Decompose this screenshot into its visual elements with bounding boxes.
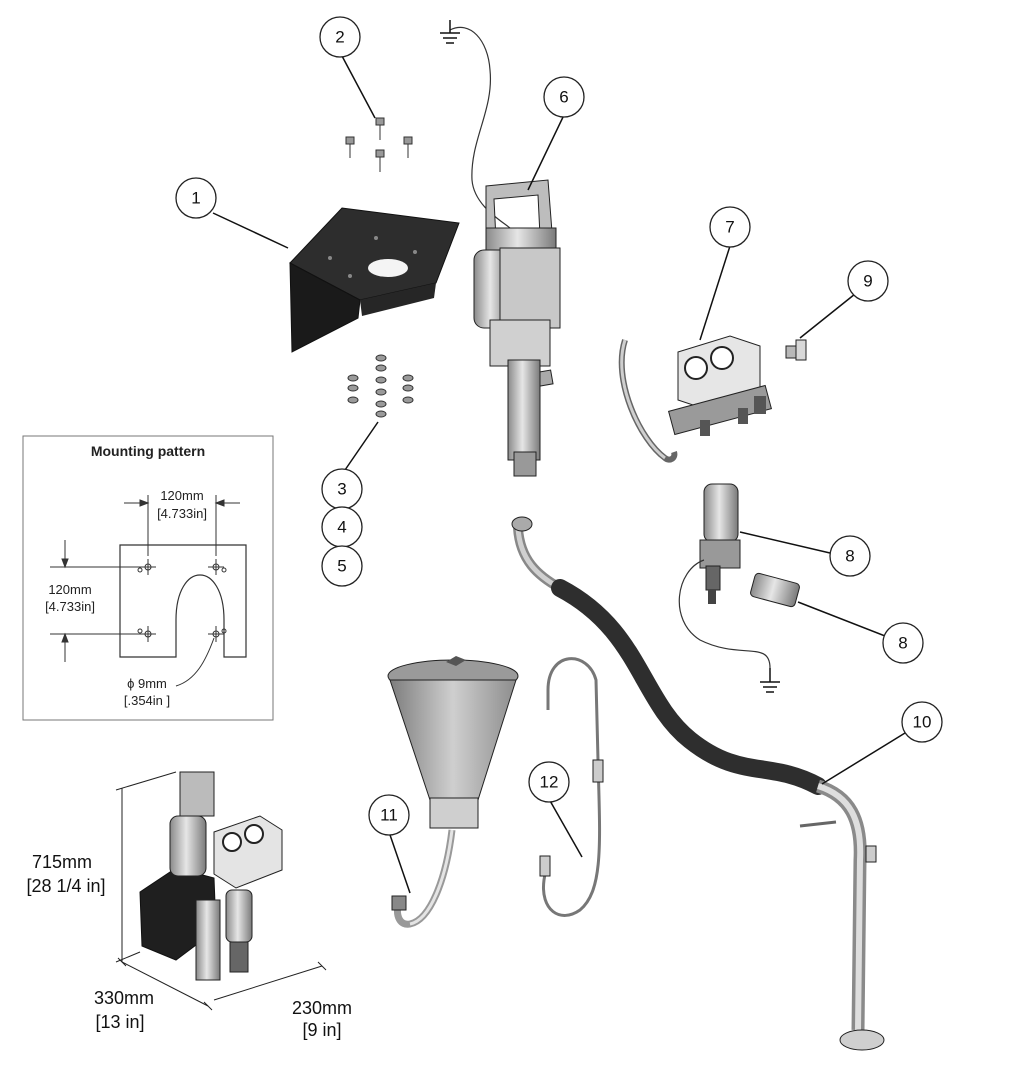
callout-2: 2 (319, 16, 361, 58)
leader-lines (212, 55, 906, 894)
air-regulator-manifold (618, 335, 773, 463)
gauge-icon (710, 346, 734, 370)
hole-marks (137, 559, 227, 642)
overall-width-mm: 230mm (292, 998, 352, 1018)
callout-label: 12 (540, 773, 559, 792)
callout-label: 10 (913, 713, 932, 732)
hole-diameter-in: [.354in ] (124, 693, 170, 708)
tube-foot (839, 1029, 885, 1051)
callout-4: 4 (321, 506, 363, 548)
screw (403, 136, 413, 158)
callout-label: 8 (845, 547, 854, 566)
overall-width-in: [9 in] (302, 1020, 341, 1040)
callout-8-fitting: 8 (882, 622, 924, 664)
callout-10: 10 (901, 701, 943, 743)
callout-label: 11 (380, 806, 398, 825)
vertical-dimension (50, 540, 145, 662)
overall-height-in: [28 1/4 in] (26, 876, 105, 896)
callout-label: 8 (898, 634, 907, 653)
callout-9: 9 (847, 260, 889, 302)
assembled-unit (139, 771, 283, 981)
callout-7: 7 (709, 206, 751, 248)
callout-8-filter: 8 (829, 535, 871, 577)
horizontal-dim-in: [4.733in] (157, 506, 207, 521)
hose-fitting (511, 516, 533, 532)
hole-diameter-mm: ϕ 9mm (127, 676, 167, 691)
drain-tube (539, 657, 604, 917)
horizontal-dim-mm: 120mm (160, 488, 203, 503)
callout-6: 6 (543, 76, 585, 118)
elbow-fitting (785, 339, 807, 361)
callout-5: 5 (321, 545, 363, 587)
washers-and-nuts (347, 354, 414, 418)
ground-icon (760, 668, 780, 693)
hopper (387, 656, 519, 928)
callout-label: 3 (337, 480, 346, 499)
overall-height-mm: 715mm (32, 852, 92, 872)
screw (375, 149, 385, 172)
callout-label: 6 (559, 88, 568, 107)
callout-label: 5 (337, 557, 346, 576)
callout-label: 2 (335, 28, 344, 47)
screw (345, 136, 355, 158)
ground-icon (440, 20, 460, 44)
pump (473, 179, 561, 477)
callout-label: 9 (863, 272, 872, 291)
horizontal-dimension (124, 495, 240, 556)
plate-outline (119, 544, 247, 658)
callout-label: 7 (725, 218, 734, 237)
mounting-pattern-title: Mounting pattern (91, 443, 205, 459)
callout-label: 4 (337, 518, 346, 537)
mounting-pattern-inset: Mounting pattern 120mm [4.733in] (22, 435, 274, 721)
callout-12: 12 (528, 761, 570, 803)
callout-label: 1 (191, 189, 200, 208)
overall-depth-in: [13 in] (95, 1012, 144, 1032)
cap-screws (345, 117, 413, 172)
bracket-slot (368, 259, 408, 277)
callout-1: 1 (175, 177, 217, 219)
suction-hose-tube (513, 527, 877, 1031)
overall-dimension-lines (115, 771, 327, 1011)
gauge-icon (684, 356, 708, 380)
vertical-dim-in: [4.733in] (45, 599, 95, 614)
mounting-bracket (289, 207, 460, 353)
vertical-dim-mm: 120mm (48, 582, 91, 597)
overall-depth-mm: 330mm (94, 988, 154, 1008)
fitting (750, 572, 800, 608)
callout-3: 3 (321, 468, 363, 510)
callout-11: 11 (368, 794, 410, 836)
screw (375, 117, 385, 140)
air-filter (678, 483, 771, 669)
